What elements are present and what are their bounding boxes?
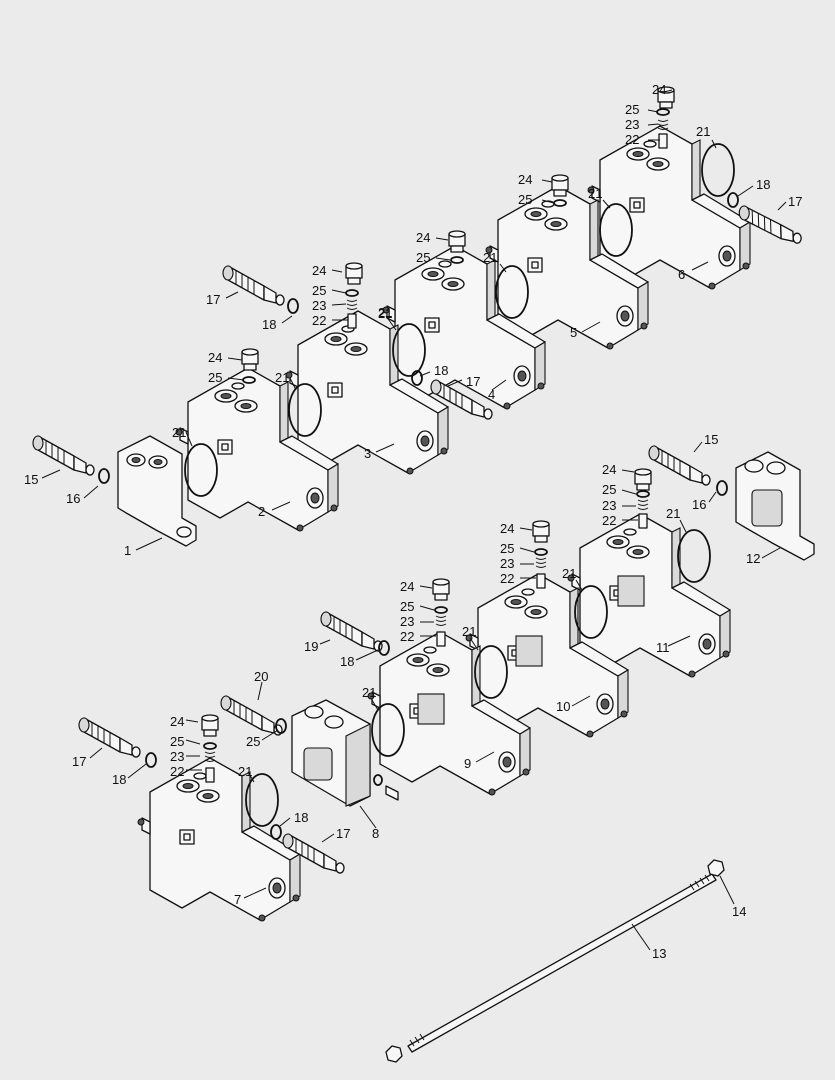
- valve-section-3: [222, 262, 449, 475]
- callout-21: 21: [483, 250, 497, 265]
- callout-18: 18: [340, 654, 354, 669]
- callout-25: 25: [208, 370, 222, 385]
- callout-15: 15: [704, 432, 718, 447]
- callout-24: 24: [170, 714, 184, 729]
- callout-17: 17: [788, 194, 802, 209]
- callout-25: 25: [625, 102, 639, 117]
- callout-23: 23: [312, 298, 326, 313]
- callout-18: 18: [262, 317, 276, 332]
- callout-21: 21: [378, 305, 392, 320]
- callout-25: 25: [602, 482, 616, 497]
- callout-24: 24: [652, 82, 666, 97]
- callout-10: 10: [556, 699, 570, 714]
- callout-17: 17: [336, 826, 350, 841]
- callout-25: 25: [400, 599, 414, 614]
- callout-21: 21: [462, 624, 476, 639]
- callout-21: 21: [696, 124, 710, 139]
- callout-21: 21: [172, 425, 186, 440]
- valve-section-6: [587, 86, 802, 290]
- callout-24: 24: [416, 230, 430, 245]
- callout-labels: 24 25 23 22 21 18 17 6 24 25 21 21 5 24 …: [24, 82, 802, 961]
- callout-25: 25: [312, 283, 326, 298]
- callout-24: 24: [500, 521, 514, 536]
- callout-11: 11: [656, 640, 670, 655]
- valve-section-7: [78, 714, 345, 922]
- callout-25: 25: [416, 250, 430, 265]
- valve-section-11: [567, 468, 731, 678]
- callout-21: 21: [238, 764, 252, 779]
- callout-25: 25: [246, 734, 260, 749]
- callout-18: 18: [756, 177, 770, 192]
- callout-17: 17: [72, 754, 86, 769]
- callout-21: 21: [588, 186, 602, 201]
- callout-13: 13: [652, 946, 666, 961]
- tie-rod-13: [385, 859, 725, 1063]
- outlet-section-12: [648, 445, 815, 561]
- callout-25: 25: [170, 734, 184, 749]
- callout-17: 17: [206, 292, 220, 307]
- callout-3: 3: [364, 446, 371, 461]
- callout-4: 4: [488, 387, 495, 402]
- callout-24: 24: [518, 172, 532, 187]
- callout-16: 16: [66, 491, 80, 506]
- callout-22: 22: [170, 764, 184, 779]
- callout-25: 25: [500, 541, 514, 556]
- callout-22: 22: [625, 132, 639, 147]
- callout-8: 8: [372, 826, 379, 841]
- callout-22: 22: [500, 571, 514, 586]
- callout-15: 15: [24, 472, 38, 487]
- callout-21: 21: [562, 566, 576, 581]
- callout-22: 22: [400, 629, 414, 644]
- callout-16: 16: [692, 497, 706, 512]
- callout-21: 21: [362, 685, 376, 700]
- inlet-section-1: [32, 435, 197, 547]
- callout-18: 18: [294, 810, 308, 825]
- block-section-8: [220, 695, 405, 807]
- callout-12: 12: [746, 551, 760, 566]
- callout-5: 5: [570, 325, 577, 340]
- callout-22: 22: [312, 313, 326, 328]
- callout-23: 23: [602, 498, 616, 513]
- callout-20: 20: [254, 669, 268, 684]
- callout-21: 21: [378, 306, 392, 321]
- callout-17: 17: [466, 374, 480, 389]
- callout-23: 23: [400, 614, 414, 629]
- leader-lines: [41, 89, 787, 951]
- callout-18: 18: [112, 772, 126, 787]
- valve-section-9: [320, 578, 531, 796]
- callout-23: 23: [500, 556, 514, 571]
- callout-1: 1: [124, 543, 131, 558]
- callout-24: 24: [400, 579, 414, 594]
- callout-24: 24: [602, 462, 616, 477]
- valve-section-4: [382, 230, 546, 420]
- callout-18: 18: [434, 363, 448, 378]
- callout-23: 23: [625, 117, 639, 132]
- valve-section-10: [465, 520, 629, 738]
- callout-9: 9: [464, 756, 471, 771]
- callout-21: 21: [666, 506, 680, 521]
- callout-6: 6: [678, 267, 685, 282]
- callout-14: 14: [732, 904, 746, 919]
- callout-24: 24: [208, 350, 222, 365]
- callout-23: 23: [170, 749, 184, 764]
- callout-19: 19: [304, 639, 318, 654]
- callout-25: 25: [518, 192, 532, 207]
- callout-22: 22: [602, 513, 616, 528]
- callout-24: 24: [312, 263, 326, 278]
- callout-2: 2: [258, 504, 265, 519]
- callout-21: 21: [275, 370, 289, 385]
- callout-7: 7: [234, 892, 241, 907]
